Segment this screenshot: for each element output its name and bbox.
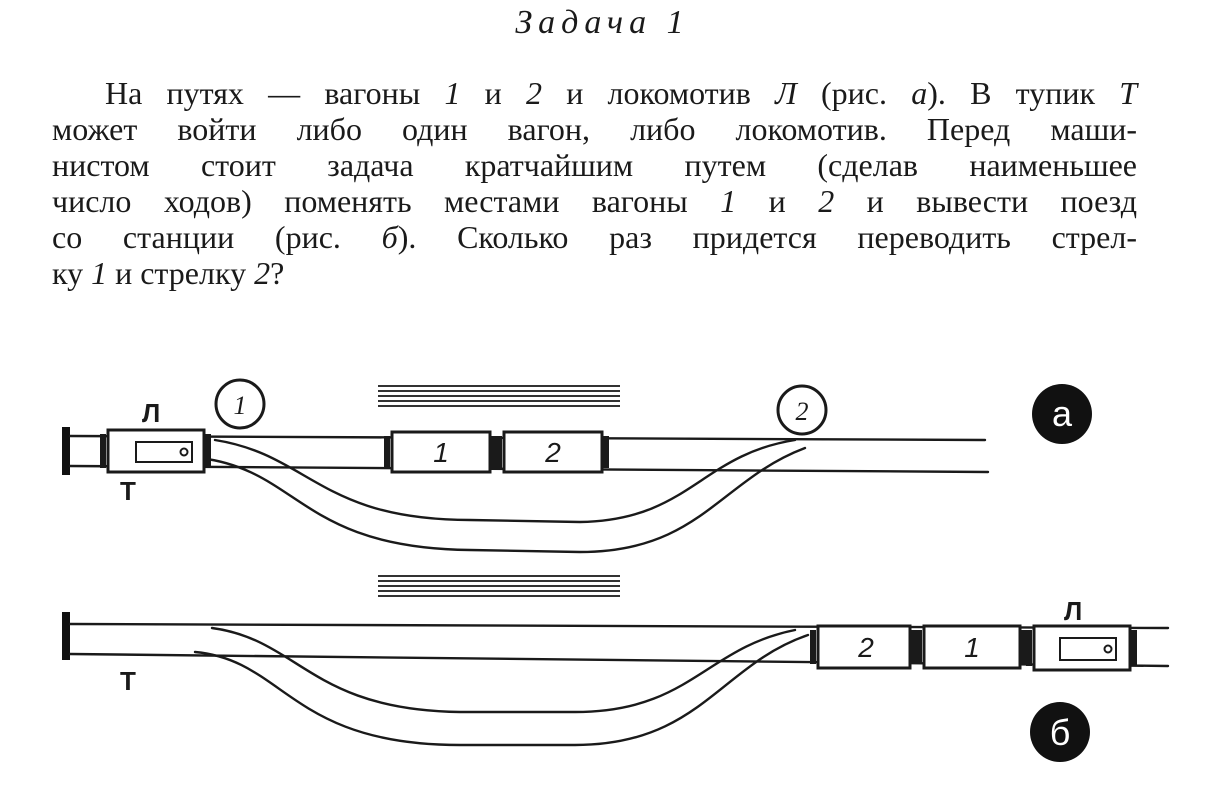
figure-a-badge [1032, 384, 1092, 444]
car-2-number-b: 2 [857, 632, 874, 663]
car-1-b [916, 624, 1027, 670]
figure-ref: б [381, 219, 398, 255]
car-1-number-b: 1 [964, 632, 980, 663]
text-fragment: число ходов) поменять местами вагоны [52, 183, 721, 219]
problem-line-4: число ходов) поменять местами вагоны 1 и… [52, 183, 1137, 219]
loco-label-a: Л [142, 398, 160, 428]
figure-a: Л Т 1 2 1 2 а [62, 378, 1092, 554]
loop-track-inner-a [213, 438, 797, 524]
problem-text: На путях — вагоны 1 и 2 и локомотив Л (р… [52, 75, 1137, 291]
switch-1-marker [214, 378, 266, 430]
buffer-stop-b [62, 612, 70, 660]
text-fragment: и [460, 75, 526, 111]
figure-b: 2 1 Л Т б [62, 575, 1170, 762]
car-2-a [496, 430, 609, 474]
figure-b-badge [1030, 702, 1090, 762]
switch-2-marker [776, 384, 828, 436]
switch-ref: 1 [91, 255, 108, 291]
loco-ref: Л [775, 75, 797, 111]
problem-line-3: нистом стоит задача кратчайшим путем (сд… [52, 147, 1137, 183]
text-fragment: со станции (рис. [52, 219, 382, 255]
text-fragment: ку [52, 255, 92, 291]
problem-title: Задача 1 [515, 4, 690, 41]
locomotive-b [1026, 624, 1137, 672]
car-ref: 2 [526, 75, 542, 111]
problem-line-1: На путях — вагоны 1 и 2 и локомотив Л (р… [52, 75, 1137, 111]
car-1-a [384, 430, 497, 474]
problem-line-5: со станции (рис. б). Сколько раз придетс… [52, 219, 1137, 255]
car-2-number-a: 2 [544, 437, 561, 468]
loop-track-outer-b [193, 633, 810, 747]
car-1-number-a: 1 [433, 437, 449, 468]
loop-track-outer-a [198, 446, 807, 554]
text-fragment: На путях — вагоны [105, 75, 445, 111]
dead-end-label-b: Т [120, 666, 136, 696]
car-2-b [810, 624, 917, 670]
text-fragment: ). Сколько раз придется переводить стрел… [397, 219, 1138, 255]
figure-ref: а [911, 75, 928, 111]
buffer-stop-a [62, 427, 70, 475]
car-ref: 1 [444, 75, 461, 111]
loco-label-b: Л [1064, 596, 1082, 626]
switch-2-number: 2 [796, 397, 809, 426]
platform-b [378, 575, 620, 597]
text-fragment: ). В тупик [927, 75, 1120, 111]
locomotive-a [100, 428, 211, 474]
switch-ref: 2 [254, 255, 271, 291]
loop-track-inner-b [210, 626, 797, 714]
switch-1-number: 1 [234, 391, 247, 420]
figure-b-label: б [1050, 712, 1071, 753]
dead-end-label-a: Т [120, 476, 136, 506]
platform-a [378, 385, 620, 407]
car-ref: 2 [818, 183, 835, 219]
text-fragment: (рис. [796, 75, 912, 111]
text-fragment: ? [270, 255, 285, 291]
text-fragment: и вывести поезд [834, 183, 1138, 219]
problem-line-6: ку 1 и стрелку 2? [52, 255, 1137, 291]
figure-a-label: а [1052, 393, 1073, 434]
text-fragment: и стрелку [107, 255, 255, 291]
dead-end-ref: Т [1119, 75, 1138, 111]
car-ref: 1 [720, 183, 737, 219]
text-fragment: и [736, 183, 819, 219]
problem-line-2: может войти либо один вагон, либо локомо… [52, 111, 1137, 147]
text-fragment: и локомотив [542, 75, 776, 111]
